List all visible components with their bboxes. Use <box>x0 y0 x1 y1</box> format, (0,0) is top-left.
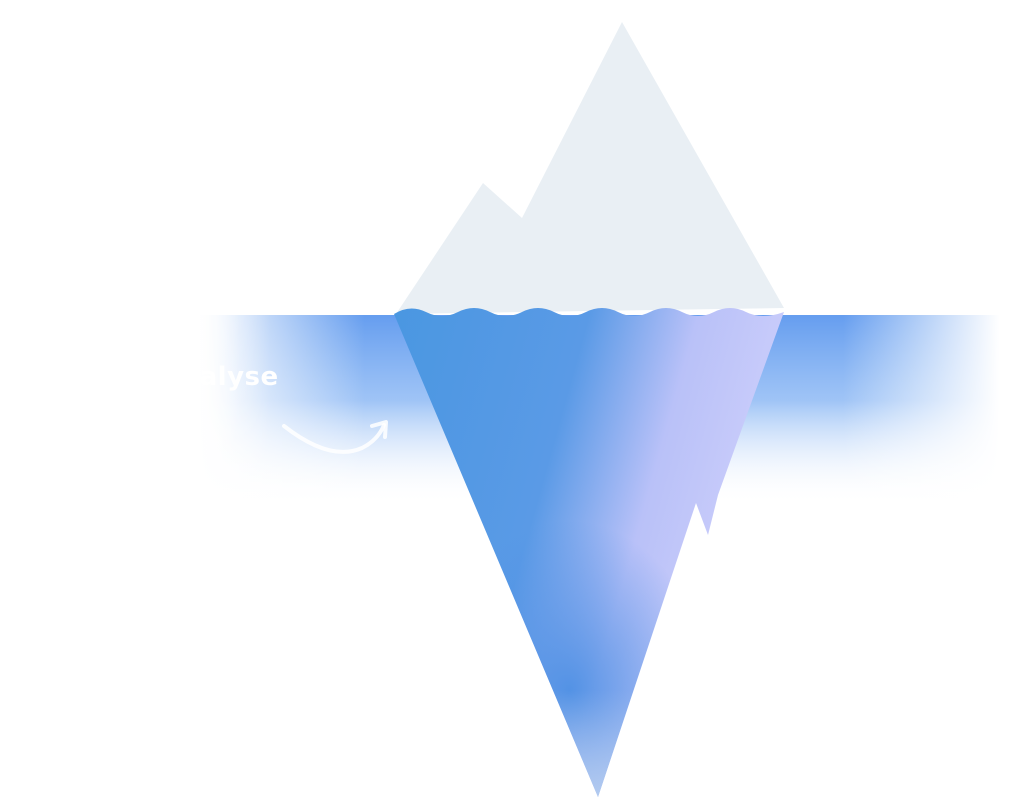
iceberg-tip-fade <box>394 312 784 797</box>
curved-arrow-icon <box>282 420 388 454</box>
analyse-label: Analyse <box>160 362 279 392</box>
iceberg-top <box>396 22 784 314</box>
